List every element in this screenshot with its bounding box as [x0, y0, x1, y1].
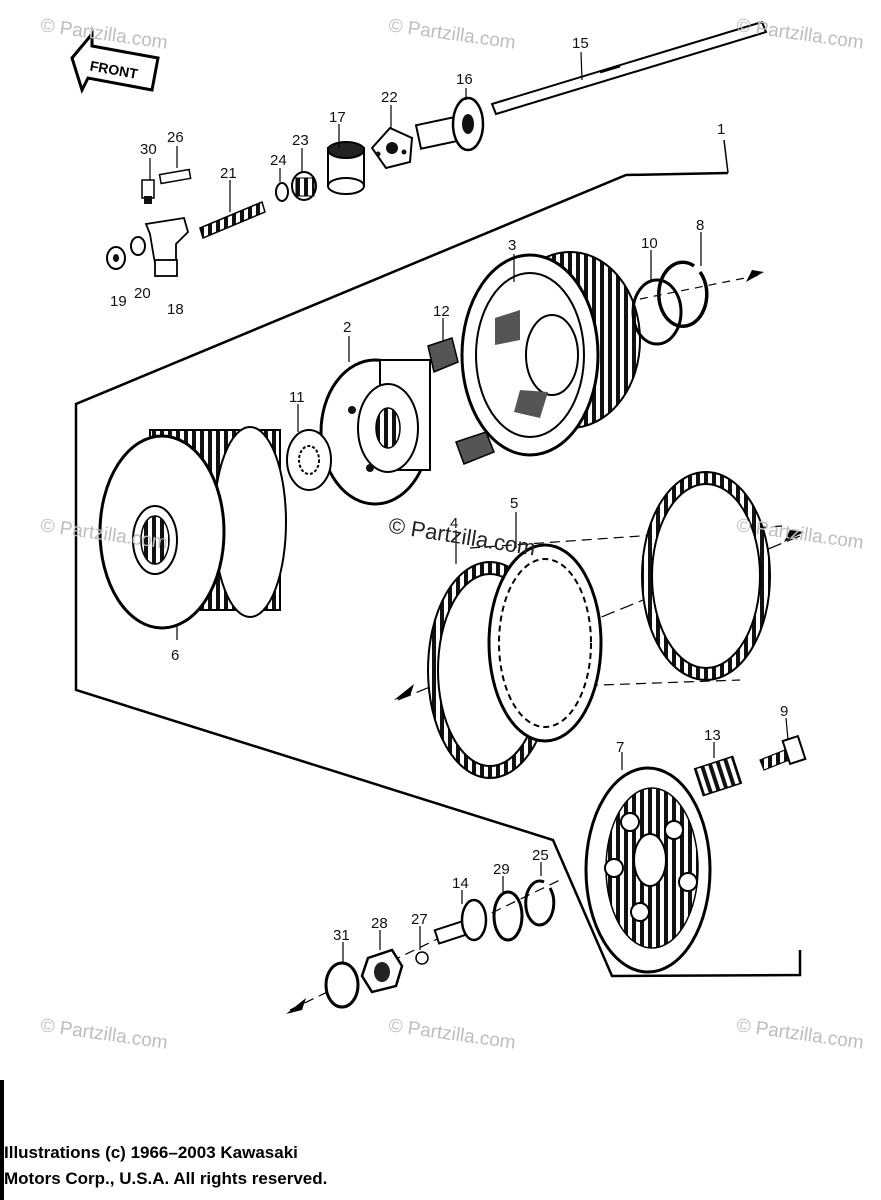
callout-22: 22	[381, 89, 398, 106]
callout-9: 9	[780, 703, 788, 720]
callout-4: 4	[450, 515, 458, 532]
nut-19	[106, 246, 126, 270]
leader-lines	[149, 51, 789, 962]
callout-24: 24	[270, 152, 287, 169]
callout-26: 26	[167, 129, 184, 146]
copyright-notice: Illustrations (c) 1966–2003 Kawasaki Mot…	[4, 1140, 327, 1192]
washer-31	[324, 961, 360, 1009]
damper-12	[427, 337, 495, 465]
pressure-plate	[584, 766, 712, 974]
washer-24	[275, 182, 289, 202]
pusher-14	[433, 898, 488, 945]
callout-8: 8	[696, 217, 704, 234]
callout-14: 14	[452, 875, 469, 892]
left-edge-bar	[0, 1080, 4, 1200]
bearing-housing	[327, 141, 365, 195]
callout-20: 20	[134, 285, 151, 302]
release-lever	[144, 216, 190, 278]
friction-plate-right	[641, 471, 771, 681]
washer-20	[130, 236, 146, 256]
callout-5: 5	[510, 495, 518, 512]
nut-28	[360, 948, 404, 994]
callout-18: 18	[167, 301, 184, 318]
ring-10	[631, 278, 683, 346]
ball-27	[415, 951, 429, 965]
callout-31: 31	[333, 927, 350, 944]
callout-3: 3	[508, 237, 516, 254]
callout-21: 21	[220, 165, 237, 182]
pin-26	[158, 168, 192, 185]
callout-2: 2	[343, 319, 351, 336]
callout-16: 16	[456, 71, 473, 88]
steel-plate-5	[487, 543, 603, 743]
callout-1: 1	[717, 121, 725, 138]
adjusting-bolt	[199, 200, 266, 240]
copyright-line-2: Motors Corp., U.S.A. All rights reserved…	[4, 1169, 328, 1188]
circlip-25	[524, 879, 556, 927]
callout-17: 17	[329, 109, 346, 126]
callout-30: 30	[140, 141, 157, 158]
callout-15: 15	[572, 35, 589, 52]
callout-7: 7	[616, 739, 624, 756]
callout-numbers: 1 2 3 4 5 6 7 8 9 10 11 12 13 14 15 16 1…	[110, 35, 788, 944]
bolt-9	[759, 734, 807, 771]
callout-6: 6	[171, 647, 179, 664]
callout-27: 27	[411, 911, 428, 928]
clutch-basket	[98, 426, 287, 630]
spring-13	[693, 755, 743, 797]
callout-28: 28	[371, 915, 388, 932]
clutch-housing	[460, 251, 641, 457]
assembly-outline	[74, 171, 802, 978]
copyright-line-1: Illustrations (c) 1966–2003 Kawasaki	[4, 1143, 298, 1162]
needle-bearing	[291, 171, 317, 201]
washer-29	[492, 890, 524, 942]
grease-fitting	[141, 179, 155, 204]
callout-19: 19	[110, 293, 127, 310]
release-shaft	[414, 96, 485, 152]
spline-washer-11	[286, 429, 332, 491]
callout-10: 10	[641, 235, 658, 252]
push-rod	[490, 20, 768, 116]
callout-12: 12	[433, 303, 450, 320]
front-arrow: FRONT	[70, 29, 160, 94]
callout-11: 11	[289, 389, 305, 406]
callout-23: 23	[292, 132, 309, 149]
circlip-8	[657, 260, 709, 329]
callout-29: 29	[493, 861, 510, 878]
release-plate	[370, 126, 414, 170]
clutch-hub	[319, 358, 431, 506]
callout-13: 13	[704, 727, 721, 744]
callout-25: 25	[532, 847, 549, 864]
